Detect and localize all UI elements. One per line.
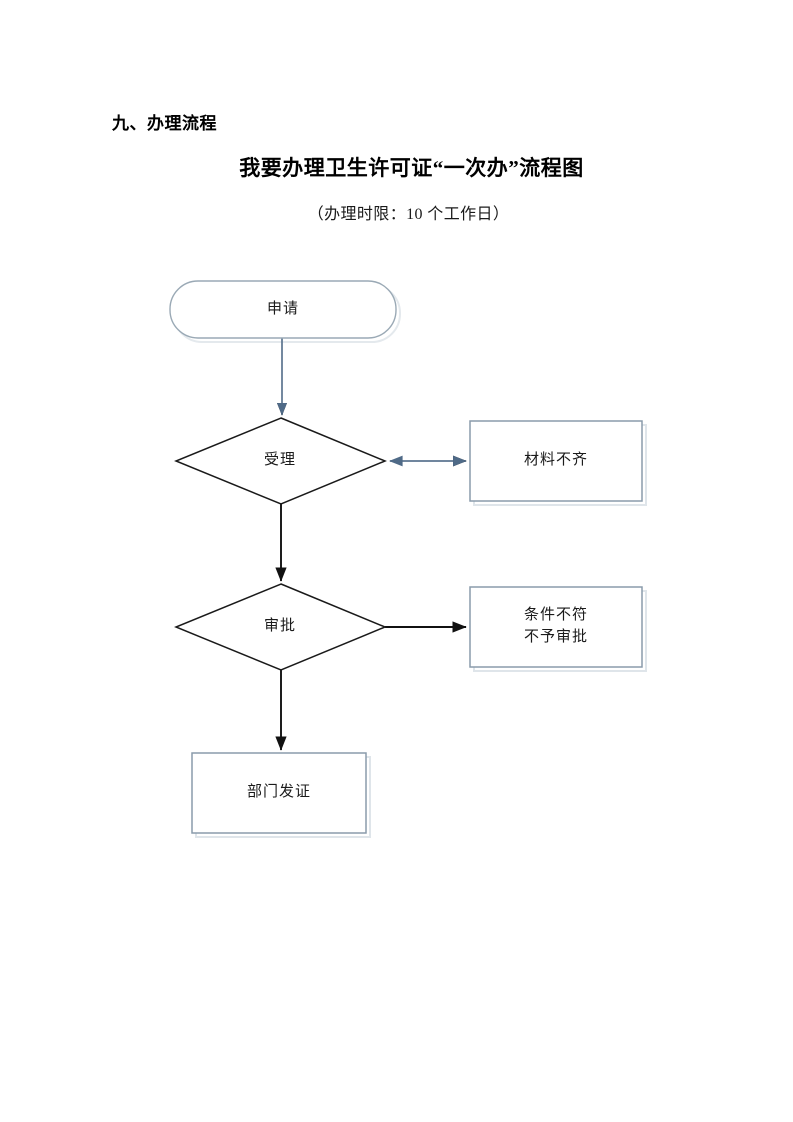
- page-title: 我要办理卫生许可证“一次办”流程图: [239, 156, 584, 180]
- node-label-accept: 受理: [263, 452, 296, 469]
- section-heading: 九、办理流程: [112, 114, 217, 133]
- node-label-issue-certificate: 部门发证: [246, 784, 311, 801]
- node-label-materials-incomplete: 材料不齐: [523, 452, 588, 469]
- page-subtitle: （办理时限：10 个工作日）: [307, 206, 510, 223]
- node-label-apply: 申请: [266, 300, 299, 317]
- node-label-review: 审批: [263, 618, 296, 635]
- node-label-conditions-not-met: 条件不符 不予审批: [523, 607, 588, 645]
